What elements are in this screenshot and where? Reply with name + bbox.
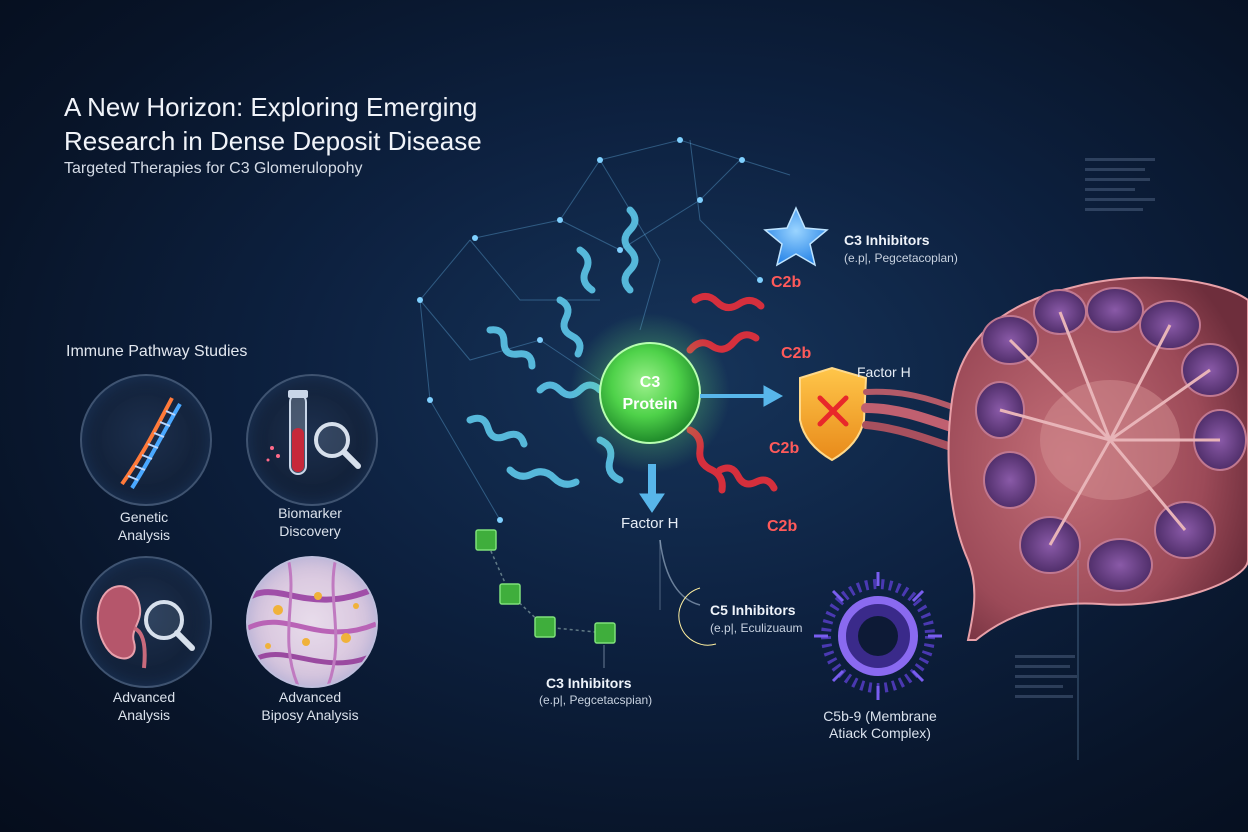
c2b-label-4: C2b (767, 518, 798, 535)
dna-icon (120, 397, 182, 490)
page-title: A New Horizon: Exploring Emerging Resear… (64, 90, 544, 158)
c3-protein-sphere (599, 342, 701, 444)
pathway-arrows (639, 385, 784, 513)
genetic-analysis-card (80, 374, 212, 506)
magnifier-icon (314, 422, 350, 458)
membrane-attack-complex-icon (814, 572, 942, 700)
c2b-label-2: C2b (781, 345, 812, 362)
c3-inhibitors-top-title: C3 Inhibitors (844, 232, 930, 248)
moon-icon (678, 587, 717, 646)
biomarker-discovery-card (246, 374, 378, 506)
c3-inhibitors-bottom-subtitle: (e.p|, Pegcetacspian) (539, 693, 653, 707)
biopsy-analysis-card (246, 556, 378, 688)
title-line-1: A New Horizon: Exploring Emerging (64, 92, 478, 122)
factor-h-top-label: Factor H (857, 364, 911, 380)
title-line-2: Research in Dense Deposit Disease (64, 126, 482, 156)
c3-inhibitors-bottom-title: C3 Inhibitors (546, 675, 632, 691)
tissue-icon (248, 558, 376, 686)
advanced-analysis-card (80, 556, 212, 688)
green-square-markers (475, 529, 616, 644)
pathway-heading: Immune Pathway Studies (66, 343, 248, 360)
test-tube-icon (266, 390, 361, 475)
page-subtitle: Targeted Therapies for C3 Glomerulopohy (64, 160, 363, 177)
renal-vessels (861, 388, 965, 454)
background-notes (1015, 158, 1155, 698)
kidney-magnifier-icon (96, 585, 195, 669)
c2b-label-3: C2b (769, 440, 800, 457)
kidney-illustration (947, 276, 1248, 760)
star-icon (763, 206, 829, 267)
network-nodes (417, 137, 763, 523)
c3-inhibitors-top-subtitle: (e.p|, Pegcetacoplan) (844, 251, 958, 265)
factor-h-bottom-label: Factor H (621, 515, 679, 532)
c5-inhibitors-subtitle: (e.p|, Eculizuaum (710, 621, 803, 635)
c2b-label-1: C2b (771, 274, 802, 291)
shield-icon (799, 366, 868, 462)
c5-inhibitors-title: C5 Inhibitors (710, 602, 796, 618)
